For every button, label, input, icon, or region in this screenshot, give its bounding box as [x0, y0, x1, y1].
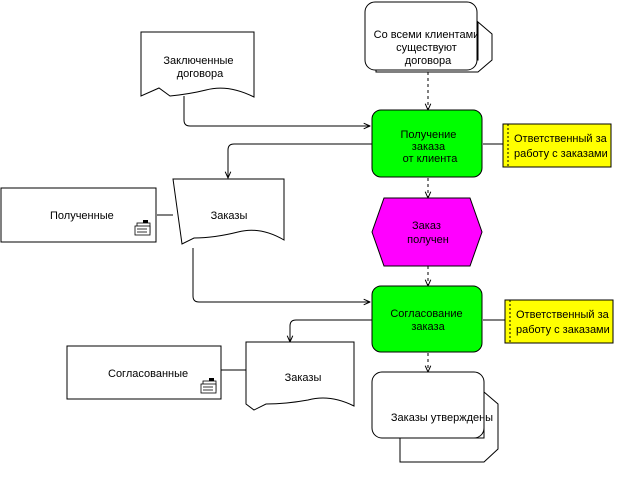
event-start-line-2: существуют: [396, 42, 457, 54]
connectors: [157, 72, 505, 372]
link-agree-to-orders2: [290, 319, 372, 342]
event-order-received-line-2: получен: [407, 234, 449, 246]
svg-text:Ответственный за работу: Ответственный за работу с заказами: [516, 309, 612, 336]
role-responsible-2-box: [504, 299, 614, 344]
link-orders1-to-agree: [192, 248, 370, 302]
document-orders-2-label: Заказы: [285, 372, 322, 384]
event-order-received[interactable]: Заказ получен: [371, 197, 483, 267]
role-responsible-1[interactable]: Ответственный за работу с заказами: [502, 123, 612, 168]
role-responsible-2-line-1: Ответственный за: [516, 309, 610, 321]
document-contracts-shape: [140, 31, 255, 98]
event-end-box: [371, 371, 485, 439]
event-end[interactable]: Заказы утверждены: [371, 371, 499, 463]
document-orders-2-shape: [245, 341, 355, 411]
event-start-line-1: Со всеми клиентами: [374, 29, 480, 41]
cluster-agreed-label: Согласованные: [108, 368, 188, 380]
function-receive-order-line-2: заказа: [412, 141, 446, 153]
function-agree-order-line-2: заказа: [411, 321, 445, 333]
cluster-icon: [134, 220, 151, 236]
document-orders-2[interactable]: Заказы: [245, 341, 355, 411]
document-orders-1-label: Заказы: [211, 210, 248, 222]
svg-text:Со всеми клиентами сущес: Со всеми клиентами существуют договора: [374, 29, 483, 67]
document-orders-1[interactable]: Заказы: [172, 178, 285, 245]
cluster-received[interactable]: Полученные: [0, 187, 157, 243]
document-contracts-line-2: договора: [177, 68, 224, 80]
event-start[interactable]: Со всеми клиентами существуют договора: [364, 1, 493, 73]
svg-text:Согласование заказа: Согласование заказа: [390, 308, 465, 333]
function-receive-order-line-1: Получение: [401, 129, 457, 141]
link-contracts-to-receive: [183, 96, 370, 126]
cluster-agreed[interactable]: Согласованные: [66, 345, 222, 400]
function-agree-order-line-1: Согласование: [390, 308, 462, 320]
svg-text:Ответственный за работу: Ответственный за работу с заказами: [514, 133, 610, 160]
function-receive-order[interactable]: Получение заказа от клиента: [371, 109, 483, 178]
role-responsible-1-line-2: работу с заказами: [514, 148, 608, 160]
svg-text:Заказ получен: Заказ получен: [407, 220, 449, 246]
event-order-received-line-1: Заказ: [412, 220, 441, 232]
function-agree-order-box: [371, 285, 483, 353]
function-receive-order-line-3: от клиента: [403, 153, 459, 165]
svg-text:Получение заказа о: Получение заказа от клиента: [401, 129, 460, 165]
svg-text:Заключенные договора: Заключенные договора: [163, 55, 236, 80]
event-start-line-3: договора: [405, 55, 452, 67]
document-contracts-line-1: Заключенные: [163, 55, 233, 67]
role-responsible-2[interactable]: Ответственный за работу с заказами: [504, 299, 614, 344]
cluster-received-label: Полученные: [50, 210, 114, 222]
event-order-received-shape: [371, 197, 483, 267]
function-agree-order[interactable]: Согласование заказа: [371, 285, 483, 353]
cluster-icon: [200, 378, 217, 394]
role-responsible-2-line-2: работу с заказами: [516, 324, 610, 336]
role-responsible-1-line-1: Ответственный за: [514, 133, 608, 145]
cluster-agreed-box: [66, 345, 222, 400]
role-responsible-1-box: [502, 123, 612, 168]
event-end-label: Заказы утверждены: [391, 412, 493, 424]
event-start-box: [364, 1, 478, 71]
document-orders-1-shape: [172, 178, 285, 245]
cluster-received-box: [0, 187, 157, 243]
link-receive-to-orders1: [228, 143, 372, 178]
function-receive-order-box: [371, 109, 483, 178]
document-contracts[interactable]: Заключенные договора: [140, 31, 255, 98]
